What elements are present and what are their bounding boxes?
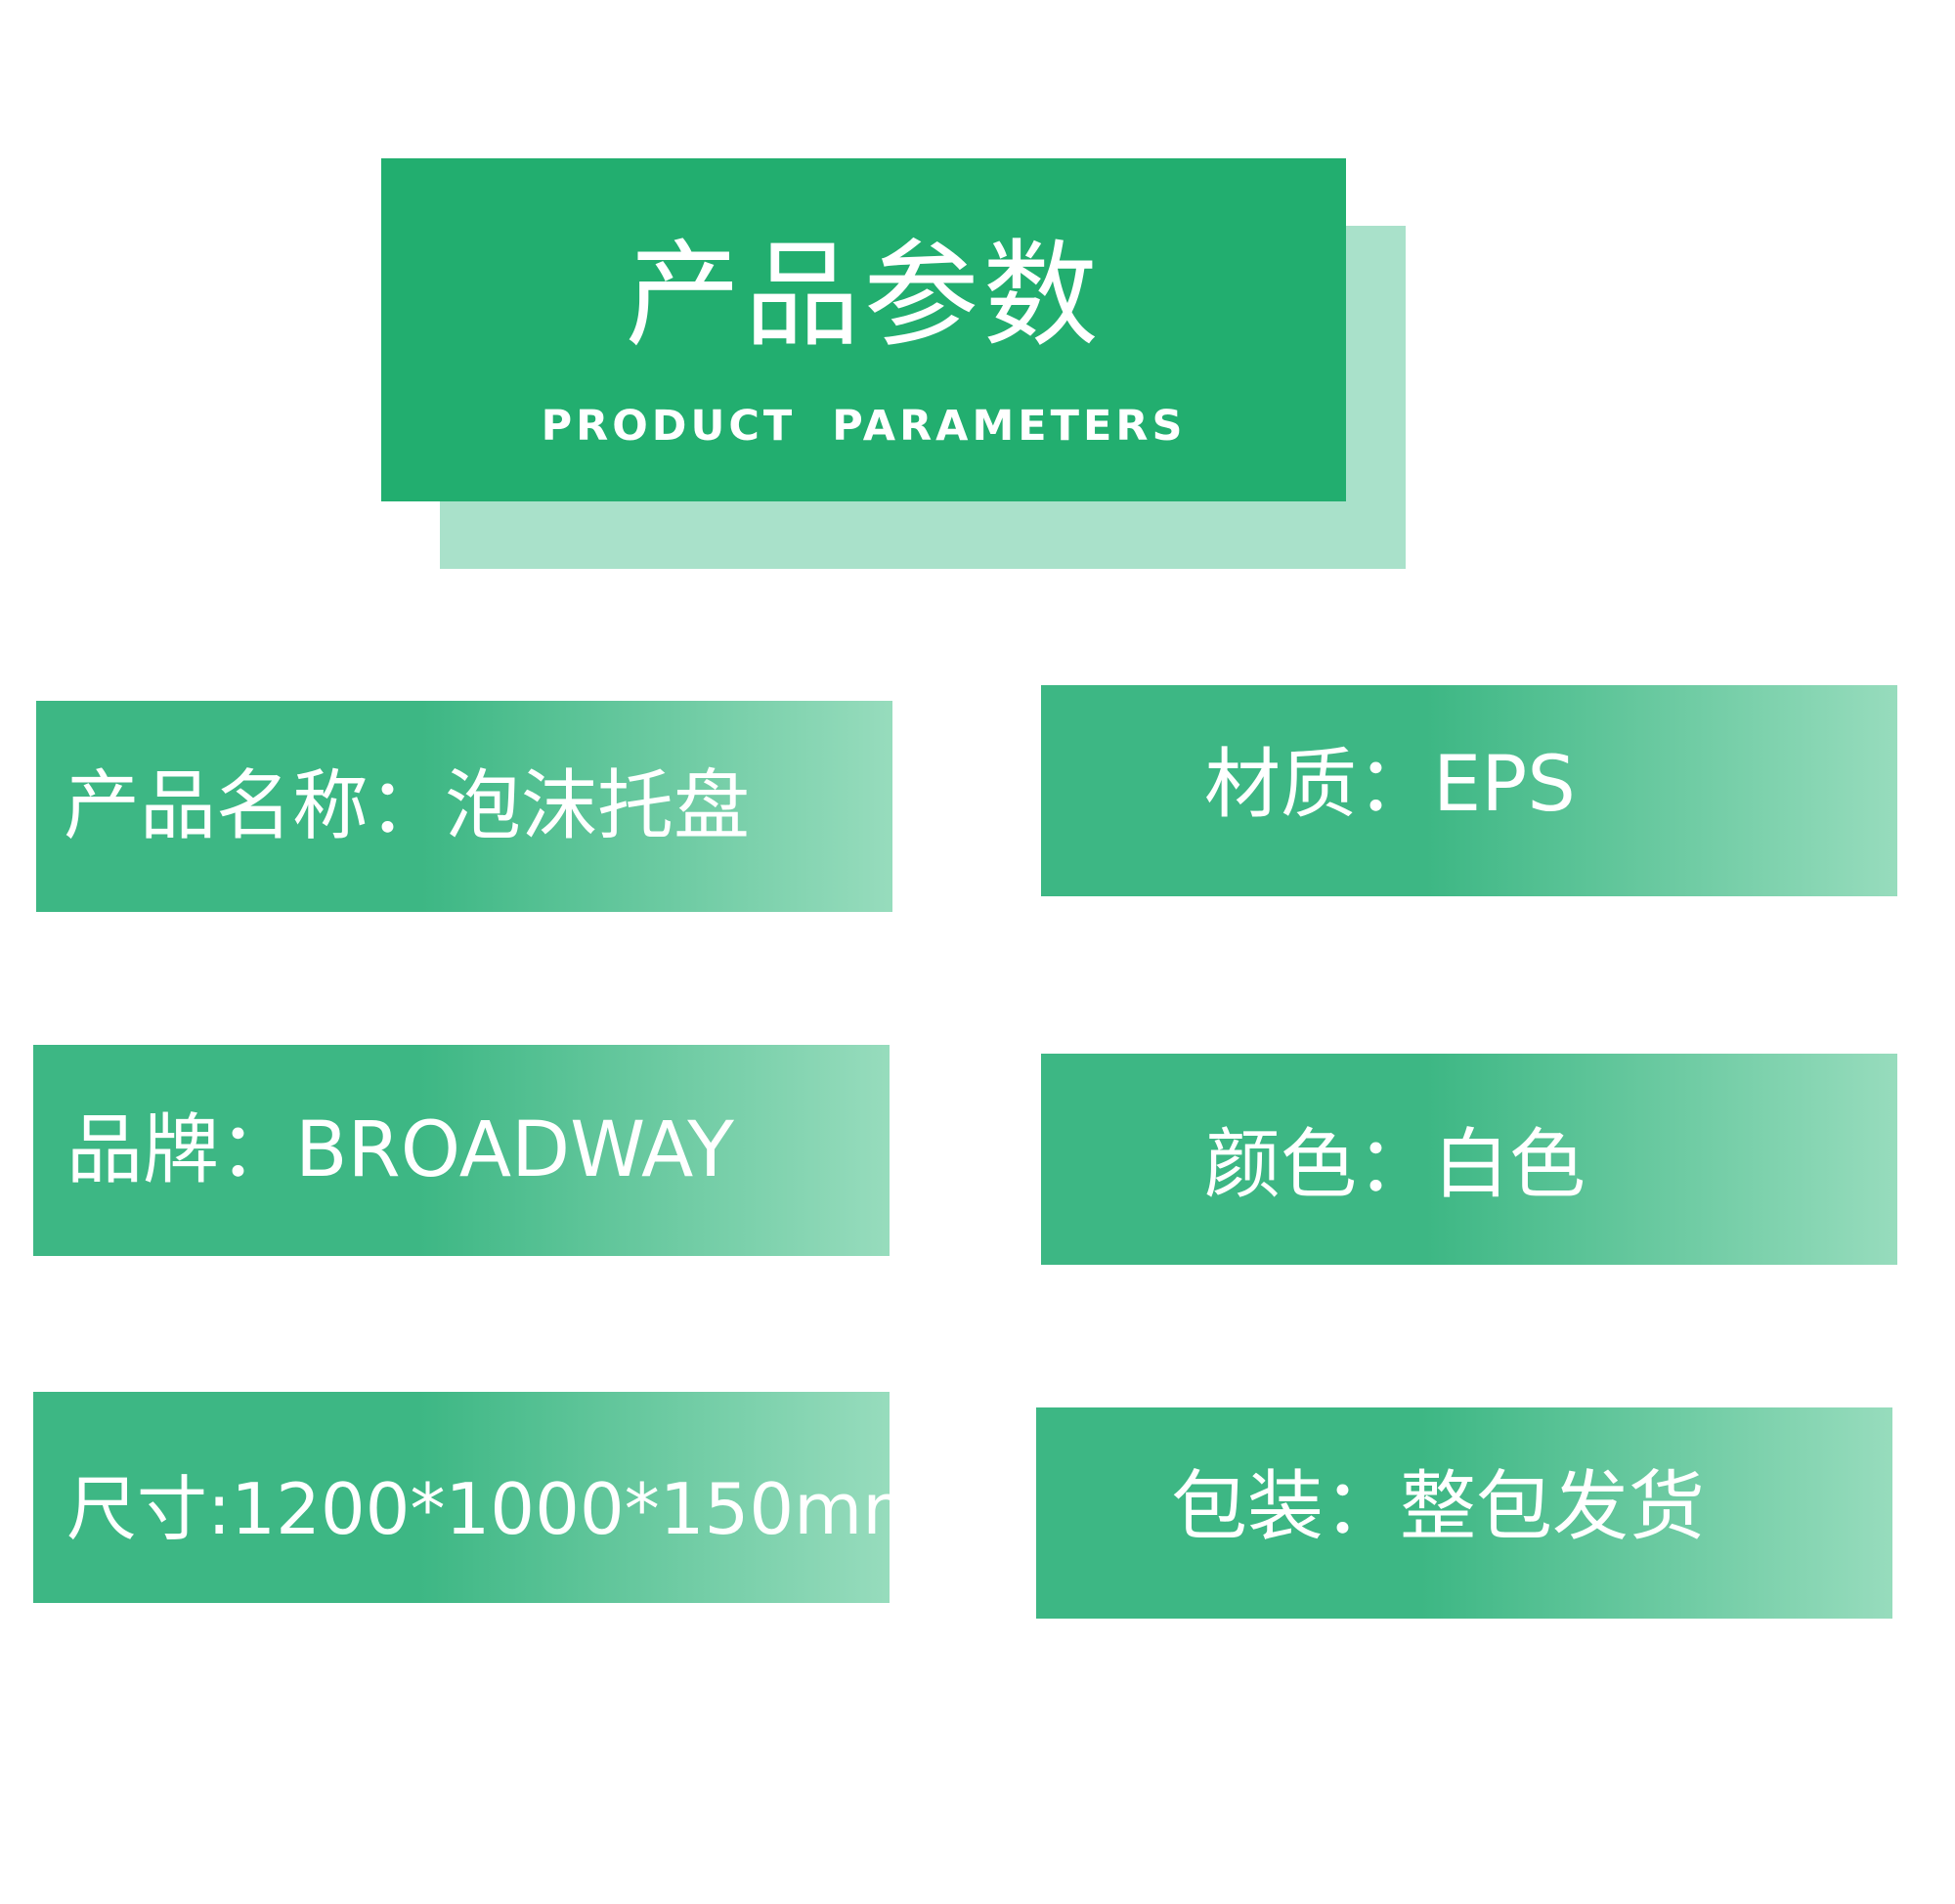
param-packaging: 包装：整包发货 bbox=[1171, 1463, 1706, 1551]
param-card-material: 材质：EPS bbox=[1041, 685, 1897, 896]
param-card-packaging: 包装：整包发货 bbox=[1036, 1407, 1892, 1619]
param-size: 尺寸:1200*1000*150mm bbox=[66, 1468, 932, 1550]
param-card-brand: 品牌：BROADWAY bbox=[33, 1045, 890, 1256]
param-product-name: 产品名称：泡沫托盘 bbox=[64, 762, 751, 850]
page-subtitle: PRODUCT PARAMETERS bbox=[541, 402, 1187, 451]
param-card-size: 尺寸:1200*1000*150mm bbox=[33, 1392, 931, 1603]
param-color: 颜色：白色 bbox=[1204, 1121, 1586, 1209]
page-title: 产品参数 bbox=[625, 228, 1103, 363]
header-banner: 产品参数 PRODUCT PARAMETERS bbox=[381, 158, 1346, 501]
param-card-product-name: 产品名称：泡沫托盘 bbox=[36, 701, 892, 912]
param-card-color: 颜色：白色 bbox=[1041, 1054, 1897, 1265]
param-brand: 品牌：BROADWAY bbox=[66, 1106, 734, 1194]
param-material: 材质：EPS bbox=[1204, 741, 1576, 829]
